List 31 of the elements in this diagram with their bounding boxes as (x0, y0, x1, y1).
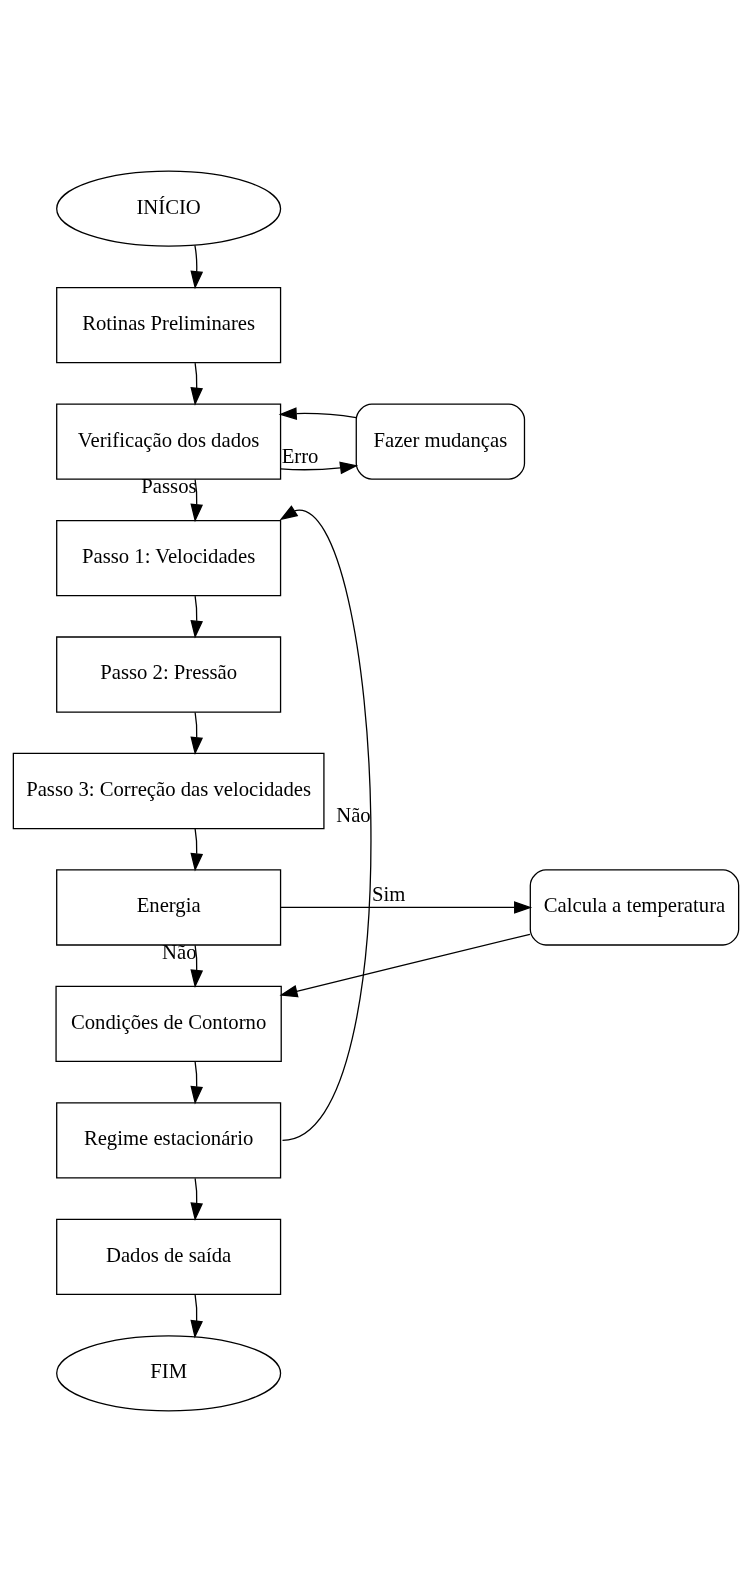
arrow (190, 478, 204, 523)
node-box: Condições de Contorno (55, 985, 282, 1063)
arrow (190, 828, 204, 872)
node-box: Passo 1: Velocidades (56, 519, 282, 597)
node-box: Energia (56, 869, 282, 946)
arrow (279, 505, 372, 1142)
edge-label: Erro (281, 444, 319, 467)
arrow (279, 461, 359, 475)
arrow (190, 1061, 204, 1105)
node-ellipse: INÍCIO (56, 170, 282, 247)
node-box: Passo 3: Correção das velocidades (12, 752, 325, 830)
arrow (190, 244, 204, 290)
arrow (190, 595, 204, 639)
node-box: Calcula a temperatura (529, 869, 740, 946)
edge-label: Não (336, 804, 371, 827)
node-box: Regime estacionário (56, 1102, 282, 1179)
edge-label: Sim (371, 882, 406, 905)
node-box: Passo 2: Pressão (56, 636, 282, 713)
arrow (280, 901, 533, 914)
arrow (190, 944, 204, 988)
arrow (190, 362, 204, 406)
arrow (279, 933, 531, 998)
arrow (190, 1177, 204, 1221)
arrow (278, 407, 357, 420)
arrow (190, 711, 204, 756)
node-box: Verificação dos dados (56, 403, 282, 480)
node-box: Dados de saída (56, 1218, 282, 1295)
arrow (190, 1294, 203, 1339)
node-ellipse: FIM (56, 1335, 282, 1412)
node-box: Rotinas Preliminares (56, 287, 282, 364)
node-box: Fazer mudanças (355, 403, 526, 480)
